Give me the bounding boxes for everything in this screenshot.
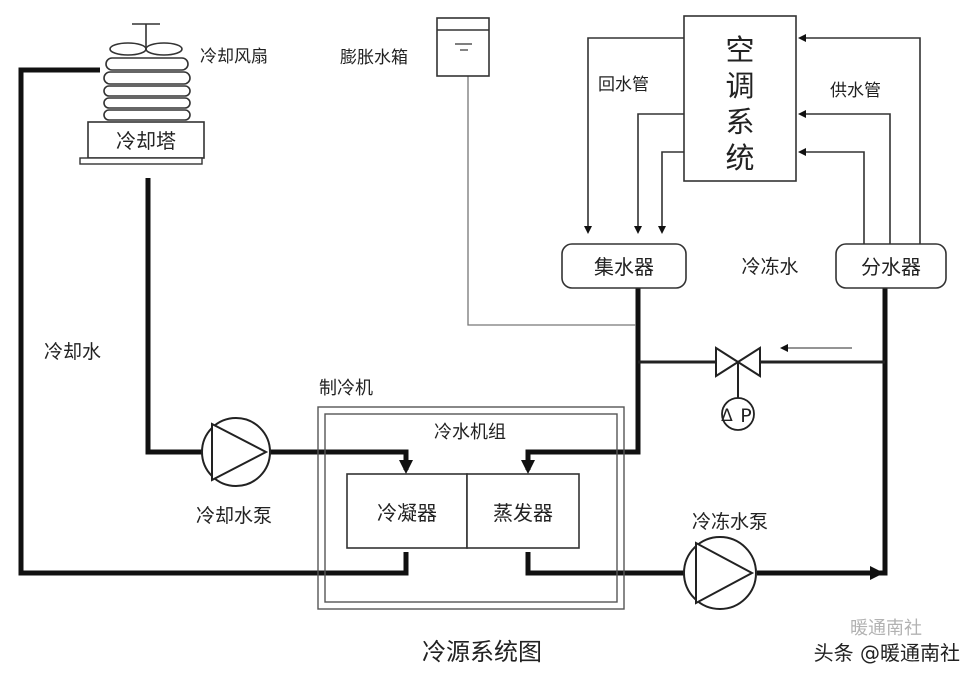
bypass-valve-icon[interactable]	[715, 346, 761, 398]
return-pipe-3	[658, 151, 684, 234]
cooling-water-pipe-left	[18, 67, 409, 576]
distributor-label: 分水器	[861, 255, 921, 279]
return-pipe-label: 回水管	[598, 75, 649, 95]
svg-text:空: 空	[725, 33, 754, 67]
cooling-pump-icon[interactable]	[201, 417, 271, 487]
diagram-title: 冷源系统图	[422, 638, 542, 666]
expansion-tank[interactable]	[436, 17, 490, 77]
watermark-faded: 暖通南社	[850, 618, 922, 639]
collector-label: 集水器	[594, 255, 654, 279]
cooling-water-label: 冷却水	[44, 341, 101, 363]
return-pipe-2	[634, 113, 684, 234]
differential-pressure-icon: Δ P	[721, 397, 755, 431]
expansion-tank-label: 膨胀水箱	[340, 48, 408, 68]
supply-pipe-label: 供水管	[830, 81, 881, 101]
svg-text:统: 统	[725, 141, 754, 175]
cooling-fan-label: 冷却风扇	[200, 47, 268, 67]
chilled-pump-icon[interactable]	[683, 536, 757, 610]
evaporator-box[interactable]	[466, 473, 580, 549]
cooling-tower	[79, 23, 205, 165]
svg-text:系: 系	[725, 105, 754, 139]
cooling-tower-label: 冷却塔	[116, 129, 176, 153]
refrigerator-label: 制冷机	[319, 378, 373, 399]
refrigerator-outer-box	[317, 406, 625, 610]
svg-text:Δ: Δ	[721, 406, 733, 426]
ac-system-box[interactable]	[683, 15, 797, 182]
refrigerator-inner-box	[324, 413, 618, 603]
chilled-water-label: 冷冻水	[741, 256, 798, 278]
cooling-fan-icon	[109, 23, 183, 56]
condenser-box[interactable]	[346, 473, 468, 549]
supply-pipe-2	[798, 110, 891, 245]
chiller-unit-label: 冷水机组	[434, 422, 506, 443]
watermark: 头条 @暖通南社	[814, 641, 960, 665]
supply-pipe-1	[798, 34, 921, 245]
cooling-tower-body[interactable]	[87, 121, 205, 159]
svg-text:P: P	[740, 405, 751, 427]
return-pipe-1	[584, 37, 684, 234]
svg-text:调: 调	[725, 69, 754, 103]
cooling-water-pipe-pump-to-condenser	[270, 449, 413, 474]
chilled-pipe-collector-to-evaporator	[521, 288, 641, 474]
cooling-water-pipe-tower-to-pump	[145, 178, 202, 455]
evaporator-label: 蒸发器	[493, 501, 553, 525]
condenser-label: 冷凝器	[377, 501, 437, 525]
distributor-box[interactable]	[835, 243, 947, 289]
collector-box[interactable]	[561, 243, 687, 289]
cooling-pump-label: 冷却水泵	[196, 505, 272, 527]
chilled-pipe-pump-to-distributor	[757, 288, 888, 576]
chilled-pipe-evaporator-to-pump	[525, 552, 684, 576]
ac-system-label: 空 调 系 统	[725, 33, 754, 175]
expansion-tank-pipe	[467, 76, 636, 326]
supply-pipe-3	[798, 148, 865, 245]
chilled-pump-label: 冷冻水泵	[692, 511, 768, 533]
